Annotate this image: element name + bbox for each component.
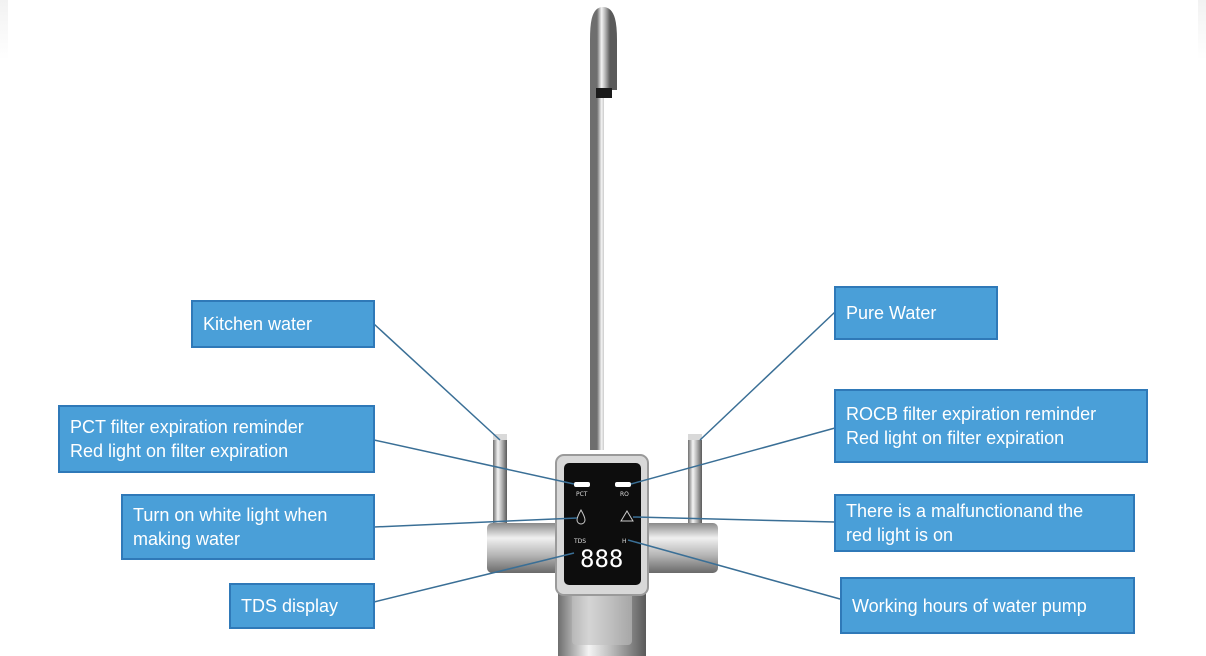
label-rocb-line2: Red light on filter expiration (846, 428, 1065, 448)
leader-tds (373, 552, 575, 603)
faucet-display-screen (564, 463, 641, 585)
leader-malfunction (632, 516, 836, 523)
pct-panel-label: PCT (576, 491, 588, 498)
label-malf-line1: There is a malfunctionand the (846, 501, 1084, 521)
label-pct-line1: PCT filter expiration reminder (70, 417, 304, 437)
label-kitchen-water-text: Kitchen water (203, 314, 313, 334)
label-white-light: Turn on white light when making water (121, 494, 375, 560)
ro-panel-label: RO (620, 491, 629, 498)
faucet-spout (590, 6, 617, 450)
label-rocb-line1: ROCB filter expiration reminder (846, 404, 1097, 424)
tds-lcd-digits: 888 (580, 545, 624, 573)
pct-indicator-light (574, 482, 590, 487)
tds-panel-label: TDS (574, 538, 587, 545)
right-handle-top (688, 436, 702, 528)
leader-pure-water (699, 311, 836, 441)
leader-white-light (373, 517, 578, 528)
spout-outlet (596, 88, 612, 98)
ro-indicator-light (615, 482, 631, 487)
label-tds-display-text: TDS display (241, 596, 339, 616)
leader-pct (373, 439, 575, 485)
label-pct-filter: PCT filter expiration reminder Red light… (58, 405, 375, 473)
label-rocb-filter: ROCB filter expiration reminder Red ligh… (834, 389, 1148, 463)
label-white-line2: making water (133, 529, 241, 549)
label-white-line1: Turn on white light when (133, 505, 328, 525)
label-tds-display: TDS display (229, 583, 375, 629)
leader-kitchen-water (373, 323, 501, 441)
label-pct-line2: Red light on filter expiration (70, 441, 289, 461)
label-malf-line2: red light is on (846, 525, 954, 545)
label-pure-water-text: Pure Water (846, 303, 937, 323)
label-pump-hours: Working hours of water pump (840, 577, 1135, 634)
label-pump-hours-text: Working hours of water pump (852, 595, 1087, 616)
faucet-body-left (487, 523, 567, 573)
warning-icon (620, 510, 634, 522)
label-kitchen-water: Kitchen water (191, 300, 375, 348)
label-malfunction: There is a malfunctionand the red light … (834, 494, 1135, 552)
leader-rocb (630, 427, 836, 485)
label-pure-water: Pure Water (834, 286, 998, 340)
hours-panel-label: H (622, 538, 627, 545)
water-drop-icon (576, 508, 586, 525)
faucet-body-right (638, 523, 718, 573)
left-handle-top (493, 436, 507, 528)
leader-pump-hours (627, 539, 841, 600)
